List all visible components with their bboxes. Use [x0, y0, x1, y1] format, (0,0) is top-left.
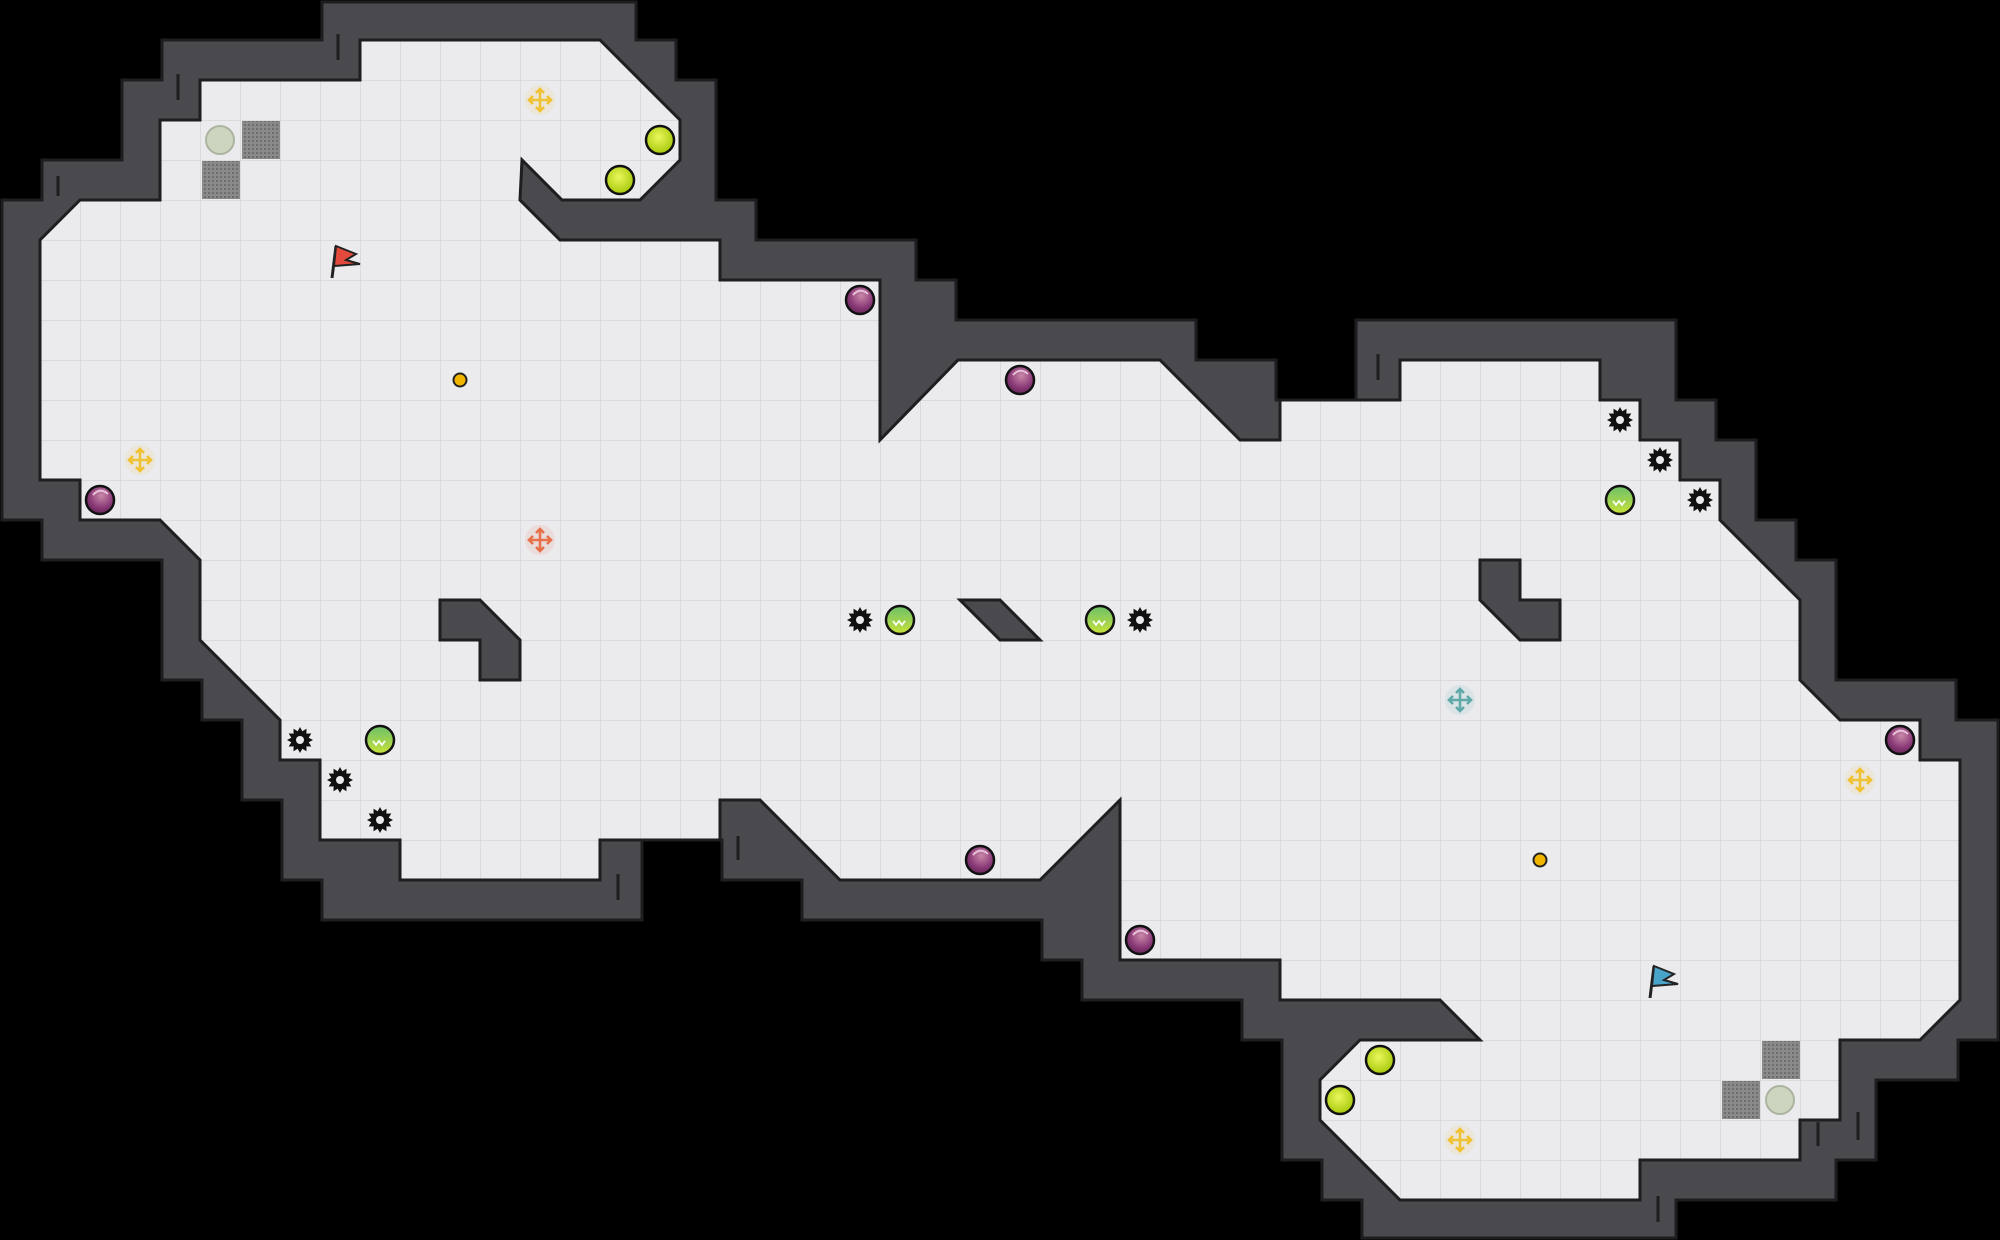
- button-icon[interactable]: [452, 372, 468, 388]
- bomb-icon: [367, 807, 393, 833]
- bomb-icon: [1127, 607, 1153, 633]
- spawn-marker-icon: [205, 125, 235, 155]
- powerup-icon: [844, 284, 876, 316]
- powerup-icon: [84, 484, 116, 516]
- yellow-gate-icon: [1445, 1125, 1475, 1155]
- boost-icon: [644, 124, 676, 156]
- powerup-icon: [964, 844, 996, 876]
- bomb-icon: [847, 607, 873, 633]
- team-boost-icon: [884, 604, 916, 636]
- boost-icon: [1364, 1044, 1396, 1076]
- team-boost-group: [364, 484, 1636, 756]
- powerup-icon: [1004, 364, 1036, 396]
- interior-walls: [438, 558, 1562, 682]
- spawn-marker-icon: [1765, 1085, 1795, 1115]
- gate-icon: [242, 121, 280, 159]
- portal-group: [125, 85, 1875, 1155]
- button-icon[interactable]: [1532, 852, 1548, 868]
- gate-icon: [202, 161, 240, 199]
- red-flag-icon[interactable]: [330, 244, 361, 279]
- team-boost-icon: [364, 724, 396, 756]
- bomb-icon: [1687, 487, 1713, 513]
- bomb-icon: [1647, 447, 1673, 473]
- wall-notches: [56, 34, 1860, 1222]
- yellow-gate-icon: [525, 85, 555, 115]
- boost-icon: [1324, 1084, 1356, 1116]
- yellow-gate-icon: [125, 445, 155, 475]
- red-portal-icon: [525, 525, 555, 555]
- team-boost-icon: [1604, 484, 1636, 516]
- boost-icon: [604, 164, 636, 196]
- yellow-gate-icon: [1845, 765, 1875, 795]
- bomb-icon: [1607, 407, 1633, 433]
- powerup-icon: [1884, 724, 1916, 756]
- powerup-icon: [1124, 924, 1156, 956]
- bomb-icon: [327, 767, 353, 793]
- powerup-group: [84, 284, 1916, 956]
- blue-portal-icon: [1445, 685, 1475, 715]
- bomb-group: [287, 407, 1713, 833]
- gate-icon: [1762, 1041, 1800, 1079]
- blue-flag-icon[interactable]: [1648, 964, 1679, 999]
- gate-icon: [1722, 1081, 1760, 1119]
- bomb-icon: [287, 727, 313, 753]
- team-boost-icon: [1084, 604, 1116, 636]
